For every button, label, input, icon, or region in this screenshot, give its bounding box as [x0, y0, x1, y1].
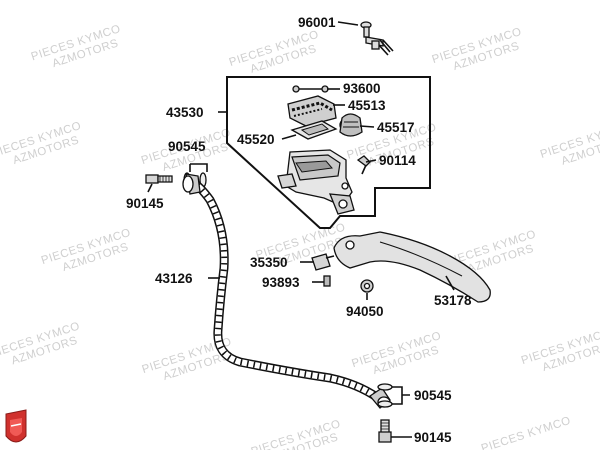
label-93893: 93893 [262, 275, 300, 290]
part-96001-bolt-drawing [360, 21, 394, 56]
label-90145-bottom: 90145 [414, 430, 452, 445]
part-45517-boot-drawing [339, 113, 363, 137]
label-94050: 94050 [346, 304, 384, 319]
label-35350: 35350 [250, 255, 288, 270]
part-53178-lever-drawing [333, 231, 491, 303]
label-45517: 45517 [377, 120, 415, 135]
leader-lines [147, 21, 455, 438]
part-90145-bottom-bolt-drawing [378, 419, 392, 443]
part-94050-nut-drawing [360, 279, 374, 293]
label-90545-bottom: 90545 [414, 388, 452, 403]
kymco-shield-logo [5, 409, 27, 443]
label-96001: 96001 [298, 15, 336, 30]
label-90114: 90114 [379, 153, 416, 168]
part-labels: 96001 93600 43530 45513 45517 45520 9054… [126, 15, 472, 445]
assembly-43530-outline [226, 76, 431, 229]
label-53178: 53178 [434, 293, 472, 308]
part-90545-bottom-washers-drawing [377, 383, 393, 408]
part-45520-diaphragm-drawing [290, 120, 338, 140]
label-90145-top: 90145 [126, 196, 164, 211]
part-45513-cap-drawing [287, 95, 337, 127]
label-93600: 93600 [343, 81, 381, 96]
part-43126-brake-hose-drawing [182, 173, 391, 409]
part-43530-master-cylinder-drawing [277, 149, 355, 215]
part-35350-switch-drawing [311, 253, 335, 271]
label-43126: 43126 [155, 271, 193, 286]
part-93893-screw-drawing [323, 275, 331, 287]
label-43530: 43530 [166, 105, 204, 120]
label-45520: 45520 [237, 132, 275, 147]
label-90545-top: 90545 [168, 139, 206, 154]
part-90145-top-bolt-drawing [145, 174, 173, 184]
watermark-text: PIECES KYMCO [480, 415, 573, 450]
label-45513: 45513 [348, 98, 386, 113]
part-93600-screw-drawing [292, 85, 329, 93]
